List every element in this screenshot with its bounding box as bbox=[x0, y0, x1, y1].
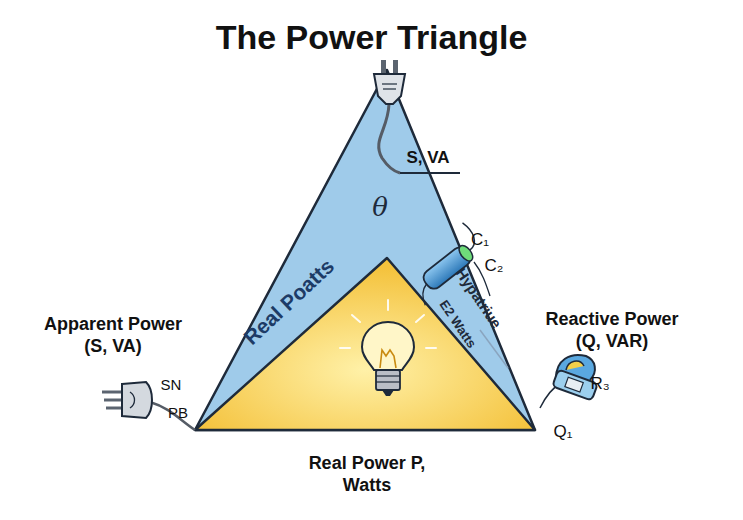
callout-number: Q₁ bbox=[554, 422, 573, 442]
bulb-tip bbox=[382, 390, 394, 396]
plug-body bbox=[374, 74, 405, 104]
real-power-heading: Real Power P, Watts bbox=[302, 452, 432, 496]
capacitor-lead bbox=[415, 284, 436, 305]
ray bbox=[352, 315, 360, 322]
clamp-jaw bbox=[556, 355, 595, 380]
ray bbox=[426, 347, 436, 349]
plug-prong bbox=[393, 60, 398, 74]
diagram-title: The Power Triangle bbox=[0, 18, 743, 57]
callout-number: SN bbox=[161, 376, 182, 393]
left-plug-body bbox=[122, 382, 152, 418]
left-cord bbox=[150, 402, 195, 430]
bulb-rays bbox=[340, 300, 436, 348]
clamp-lead bbox=[540, 384, 560, 408]
power-triangle: θReal Poatts bbox=[195, 70, 535, 430]
bulb-thread bbox=[376, 381, 400, 382]
angle-symbol: θ bbox=[372, 192, 388, 222]
callout-number: C₂ bbox=[485, 256, 504, 276]
plug-prong bbox=[381, 60, 386, 74]
triangle-outline bbox=[195, 70, 535, 430]
guide-line bbox=[480, 330, 508, 368]
left-prong bbox=[106, 407, 122, 410]
plug-cord bbox=[379, 104, 400, 173]
bulb-filament bbox=[380, 350, 396, 368]
left-plug-grip bbox=[130, 392, 135, 408]
s-leader-line bbox=[400, 172, 460, 174]
bulb-glass bbox=[362, 322, 414, 370]
ray bbox=[416, 315, 424, 322]
plug-grip bbox=[383, 88, 396, 89]
triangle-shape bbox=[195, 70, 535, 430]
callout-number: C₁ bbox=[471, 230, 489, 250]
clamp-meter bbox=[540, 355, 598, 408]
plug-grip bbox=[382, 83, 397, 84]
top-plug bbox=[374, 60, 460, 173]
lightbulb bbox=[362, 322, 414, 396]
bulb-thread bbox=[376, 375, 400, 376]
apparent-label: S, VA bbox=[406, 148, 449, 168]
left-prong bbox=[102, 391, 122, 394]
callout-number: PB bbox=[168, 404, 188, 421]
reactive-power-heading: Reactive Power (Q, VAR) bbox=[532, 308, 692, 352]
bulb-base bbox=[376, 370, 400, 390]
real-power-triangle bbox=[195, 258, 535, 430]
apparent-power-heading: Apparent Power (S, VA) bbox=[33, 313, 193, 357]
clamp-display bbox=[565, 377, 583, 392]
left-prong bbox=[104, 399, 122, 402]
ray bbox=[340, 347, 350, 349]
ray bbox=[387, 300, 389, 310]
clamp-band bbox=[566, 361, 584, 370]
callout-number: R₃ bbox=[590, 374, 609, 394]
